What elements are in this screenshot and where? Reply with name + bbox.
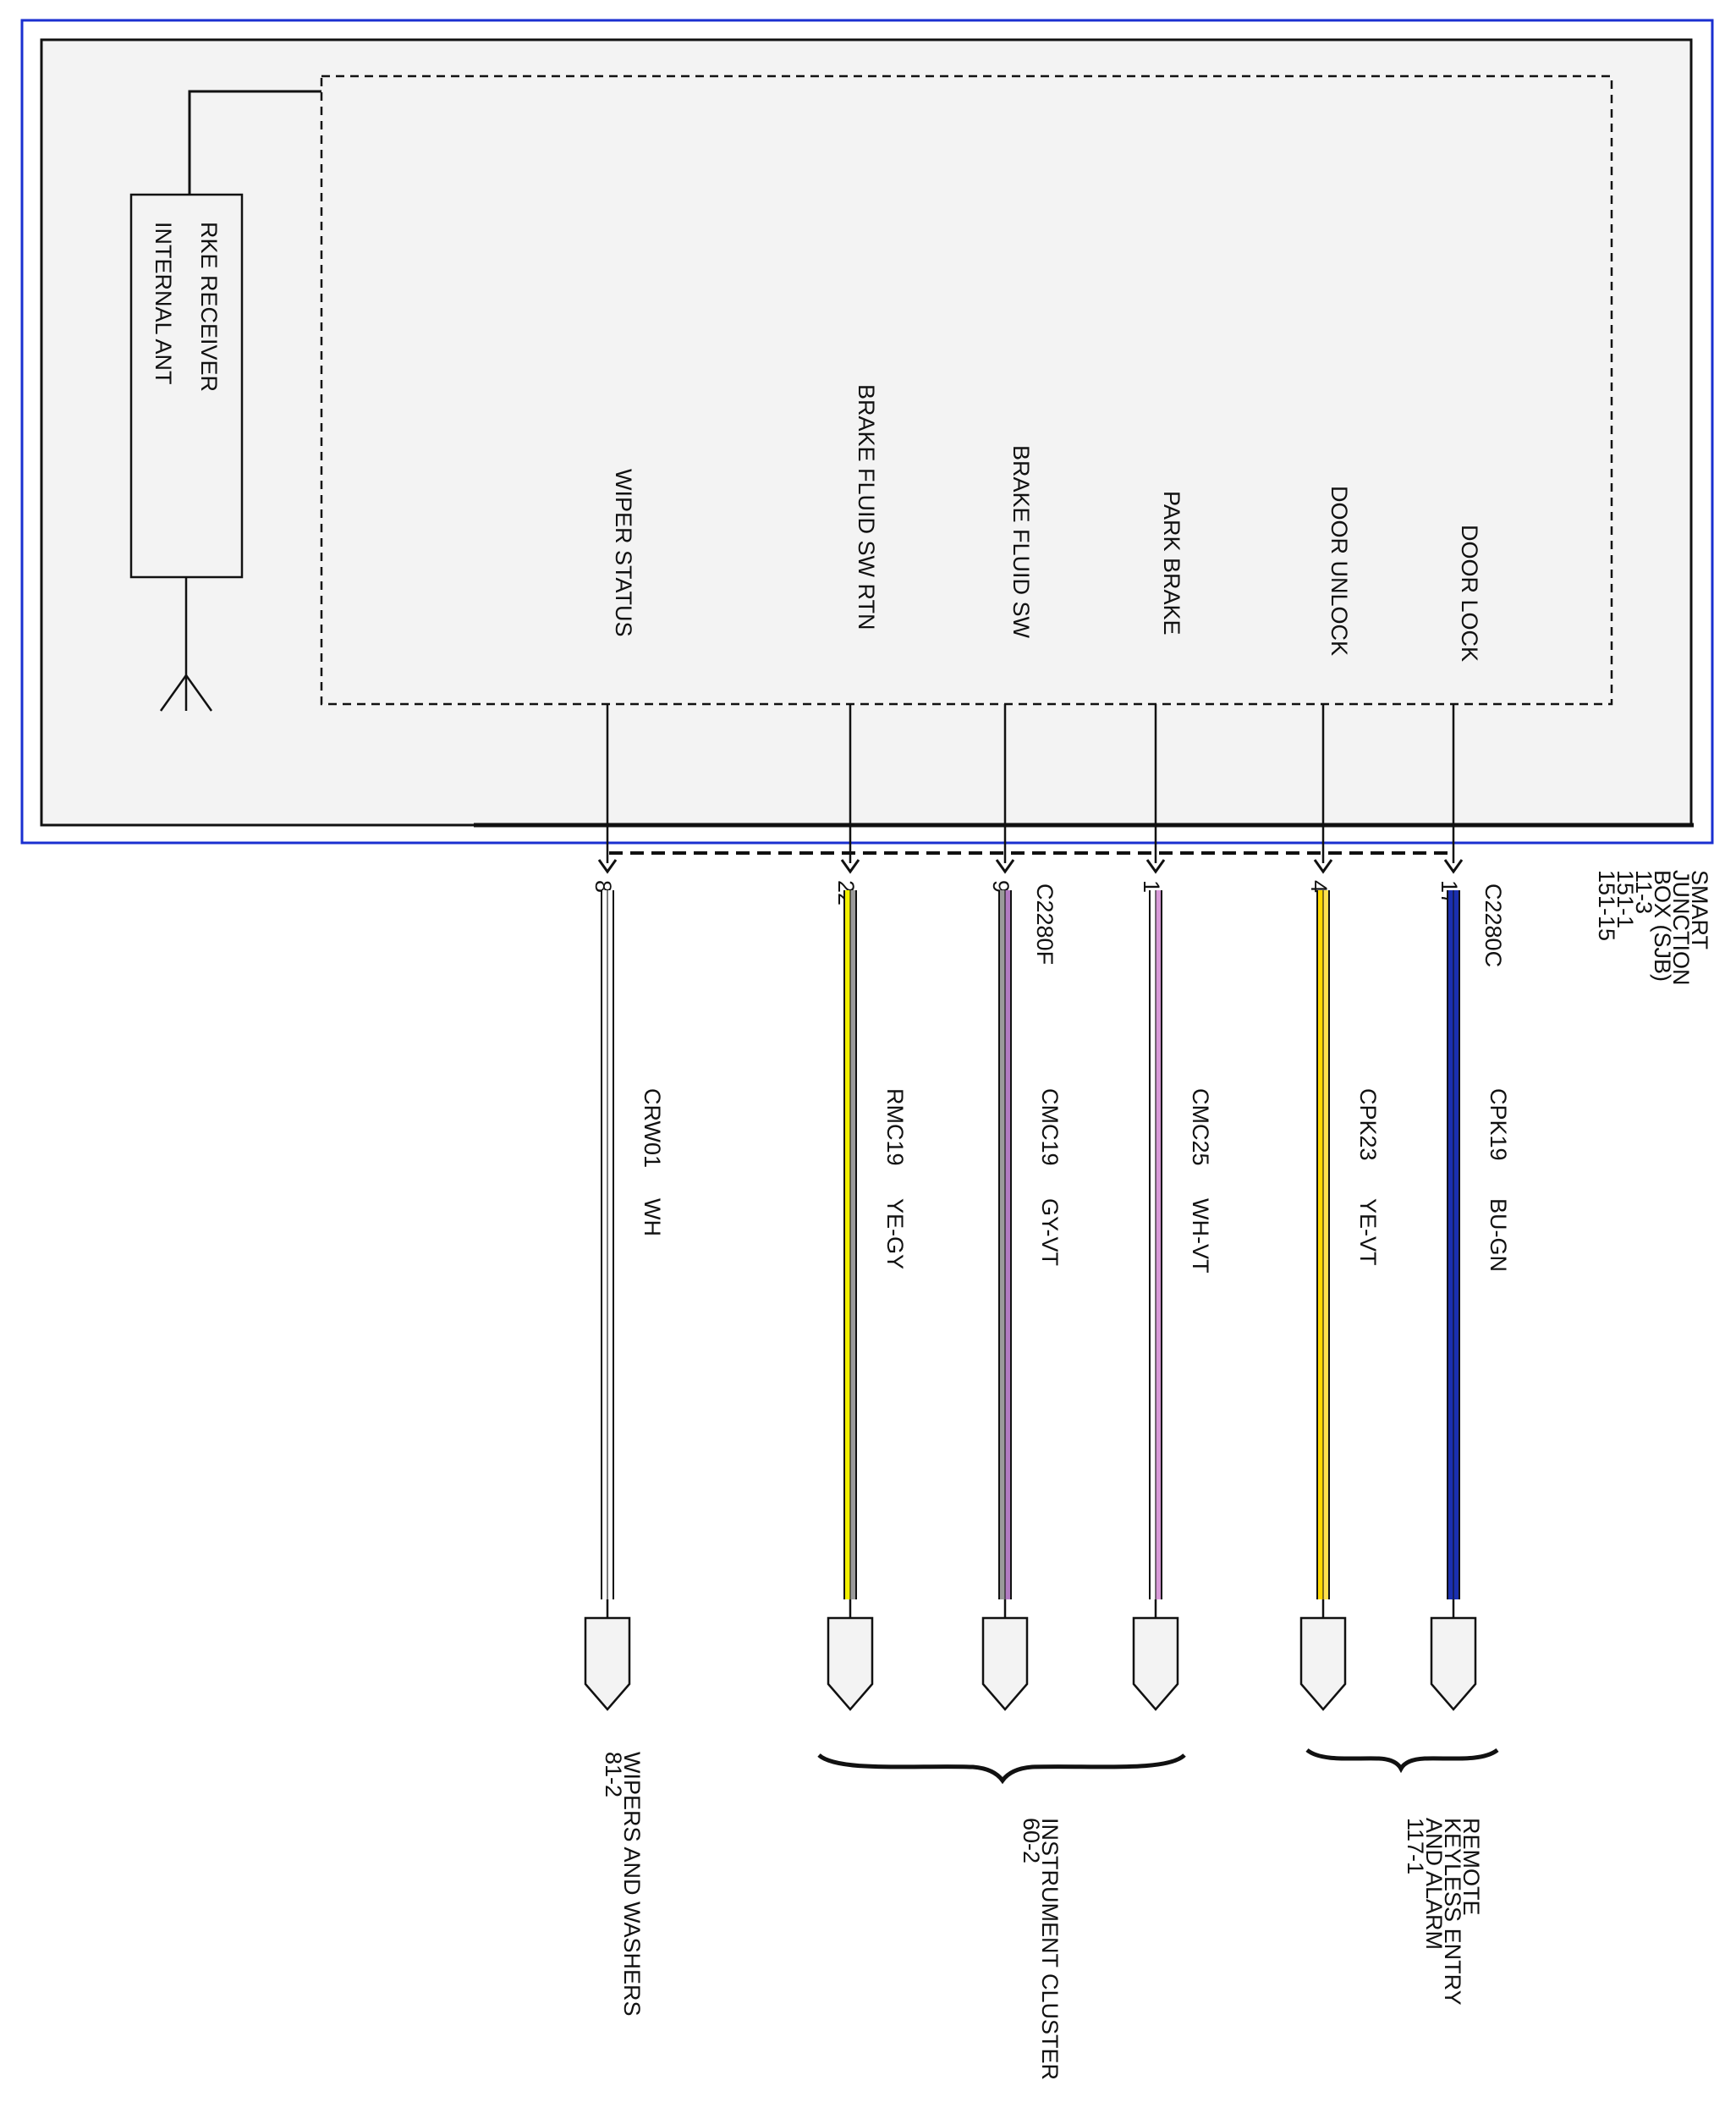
circuit-number: CPK23: [1355, 1088, 1381, 1161]
circuit-number: CPK19: [1486, 1088, 1511, 1161]
receiver-label-line: INTERNAL ANT: [151, 222, 176, 385]
sjb-internal-dashed-box: [320, 74, 1613, 706]
destination-label-line: INSTRUMENT CLUSTER: [1037, 1818, 1063, 2080]
connector-id: C2280C: [1481, 883, 1506, 967]
connector-chevron-icon: [1145, 859, 1166, 874]
wire: [1149, 890, 1162, 1599]
circuit-function-label: WIPER STATUS: [611, 469, 636, 637]
sjb-name-line: JUNCTION: [1668, 870, 1694, 986]
pin-number: 9: [988, 880, 1014, 893]
wire: [601, 890, 614, 1599]
wire-color-code: BU-GN: [1486, 1198, 1511, 1272]
sjb-name-line: 11-3: [1631, 870, 1656, 914]
wire-color-code: YE-VT: [1355, 1198, 1381, 1266]
destination-label-line: KEYLESS ENTRY: [1440, 1818, 1465, 2006]
circuit-number: RMC19: [882, 1088, 908, 1166]
pin-number: 8: [591, 880, 616, 893]
destination-label-line: REMOTE: [1459, 1818, 1484, 1916]
terminal-icon: [584, 1616, 631, 1711]
terminal-icon: [827, 1616, 874, 1711]
pin-number: 4: [1306, 880, 1332, 893]
circuit-brake-fluid-sw-rtn: BRAKE FLUID SW RTN22RMC19YE-GY: [827, 384, 908, 1711]
brace-instrument-cluster: [817, 1753, 1186, 1785]
connector-chevron-icon: [995, 859, 1015, 874]
sjb-name-line: BOX (SJB): [1650, 870, 1675, 982]
circuit-door-lock: DOOR LOCK17C2280CCPK19BU-GN: [1430, 525, 1511, 1711]
terminal-icon: [981, 1616, 1029, 1711]
destination-label-line: 117-1: [1403, 1818, 1428, 1874]
circuit-function-label: PARK BRAKE: [1159, 491, 1184, 636]
wire-color-code: WH: [640, 1198, 665, 1236]
sjb-body: [40, 38, 1693, 827]
terminal-icon: [1132, 1616, 1179, 1711]
receiver-box: [129, 193, 244, 579]
circuit-function-label: BRAKE FLUID SW RTN: [854, 384, 879, 630]
terminal-icon: [1299, 1616, 1347, 1711]
wire: [1316, 890, 1330, 1599]
circuit-number: CRW01: [640, 1088, 665, 1168]
terminal-icon: [1430, 1616, 1477, 1711]
destination-braces: [817, 1747, 1499, 1785]
connector-id: C2280F: [1032, 883, 1058, 965]
sjb-name-line: SMART: [1687, 870, 1712, 949]
rke-receiver: RKE RECEIVER INTERNAL ANT: [129, 90, 321, 712]
receiver-label-line: RKE RECEIVER: [196, 222, 222, 392]
circuit-function-label: DOOR UNLOCK: [1327, 486, 1352, 656]
circuit-number: CMC19: [1037, 1088, 1063, 1166]
destination-label-line: 81-2: [601, 1752, 626, 1797]
wire: [843, 890, 857, 1599]
wire: [1447, 890, 1460, 1599]
circuit-number: CMC25: [1188, 1088, 1213, 1166]
destination-label-line: AND ALARM: [1421, 1818, 1447, 1950]
wire-color-code: WH-VT: [1188, 1198, 1213, 1273]
destination-label-line: 60-2: [1019, 1818, 1044, 1863]
sjb-name-line: 151-1: [1612, 870, 1638, 928]
pin-number: 1: [1139, 880, 1164, 893]
circuit-function-label: DOOR LOCK: [1457, 525, 1482, 662]
sjb-module: [20, 19, 1714, 845]
circuit-function-label: BRAKE FLUID SW: [1008, 445, 1034, 639]
destination-label-line: WIPERS AND WASHERS: [619, 1752, 645, 2017]
brace-remote-keyless: [1305, 1747, 1499, 1774]
receiver-feed-line: [188, 90, 321, 195]
antenna-icon: [159, 577, 213, 712]
wire-color-code: GY-VT: [1037, 1198, 1063, 1266]
connector-chevron-icon: [840, 859, 860, 874]
connector-chevron-icon: [1313, 859, 1333, 874]
wire-color-code: YE-GY: [882, 1198, 908, 1269]
sjb-name-line: 151-15: [1594, 870, 1619, 941]
connector-chevron-icon: [597, 859, 618, 874]
connector-chevron-icon: [1443, 859, 1464, 874]
receiver-label: RKE RECEIVER INTERNAL ANT: [151, 222, 222, 392]
wire: [998, 890, 1012, 1599]
